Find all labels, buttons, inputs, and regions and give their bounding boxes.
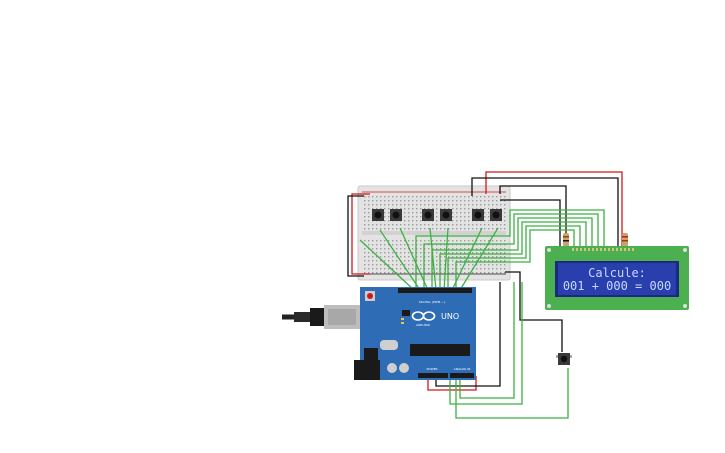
- wire-green-lcd-2: [423, 213, 599, 290]
- push-button-group: [372, 209, 502, 221]
- resistor-1[interactable]: [563, 233, 569, 247]
- push-button-6[interactable]: [490, 209, 502, 221]
- analog-label: ANALOG IN: [454, 367, 471, 371]
- wire-black-btn: [505, 271, 563, 352]
- wire-green-2: [399, 227, 429, 291]
- push-button-5[interactable]: [472, 209, 484, 221]
- uno-label: UNO: [441, 312, 459, 321]
- arduino-logo: [411, 311, 436, 321]
- push-button-3[interactable]: [422, 209, 434, 221]
- wire-green-3: [429, 227, 437, 291]
- atmega-chip: [410, 344, 470, 356]
- push-button-4[interactable]: [440, 209, 452, 221]
- wire-green-5: [451, 227, 483, 291]
- wire-green-lcd-5: [447, 225, 581, 290]
- wire-black-lcd: [499, 185, 567, 246]
- wire-green-lcd-3: [431, 217, 593, 290]
- lcd-header-pins: [572, 248, 634, 251]
- power-label: POWER: [426, 367, 437, 371]
- arduino-uno-board[interactable]: UNO ARDUINO DIGITAL (PWM ~) POWER ANALOG…: [354, 287, 476, 380]
- wire-green-6: [459, 227, 499, 291]
- wire-black-gnd: [347, 195, 364, 277]
- wire-green-1: [379, 229, 421, 291]
- push-button-2[interactable]: [390, 209, 402, 221]
- wires: [347, 171, 623, 419]
- wire-red-bottom: [427, 376, 477, 391]
- wire-green-loop-3: [459, 282, 515, 399]
- push-button-external[interactable]: [556, 353, 572, 365]
- resistor-2[interactable]: [622, 233, 628, 247]
- wire-green-lcd-4: [439, 221, 587, 290]
- wire-black-bottom: [435, 282, 501, 387]
- wire-green-bb-left: [359, 239, 415, 291]
- lcd-line-1: Calcule:: [588, 266, 646, 280]
- wire-green-4: [443, 227, 449, 291]
- digital-label: DIGITAL (PWM ~): [419, 300, 445, 304]
- wire-green-loop-2: [455, 368, 569, 419]
- lcd-screen: [558, 263, 676, 295]
- wire-red-top: [485, 171, 623, 246]
- arduino-brand-label: ARDUINO: [416, 323, 431, 327]
- wire-green-lcd-6: [455, 229, 575, 290]
- usb-cable[interactable]: [282, 305, 360, 329]
- wire-green-lcd-1: [415, 209, 605, 290]
- push-button-1[interactable]: [372, 209, 384, 221]
- lcd-module[interactable]: Calcule: 001 + 000 = 000: [545, 246, 689, 310]
- wire-black-top: [471, 177, 619, 246]
- wire-green-loop-1: [449, 282, 523, 405]
- wire-red-power: [351, 193, 370, 275]
- power-jack[interactable]: [354, 360, 380, 380]
- wire-black-lcd2: [500, 199, 561, 246]
- lcd-line-2: 001 + 000 = 000: [563, 279, 671, 293]
